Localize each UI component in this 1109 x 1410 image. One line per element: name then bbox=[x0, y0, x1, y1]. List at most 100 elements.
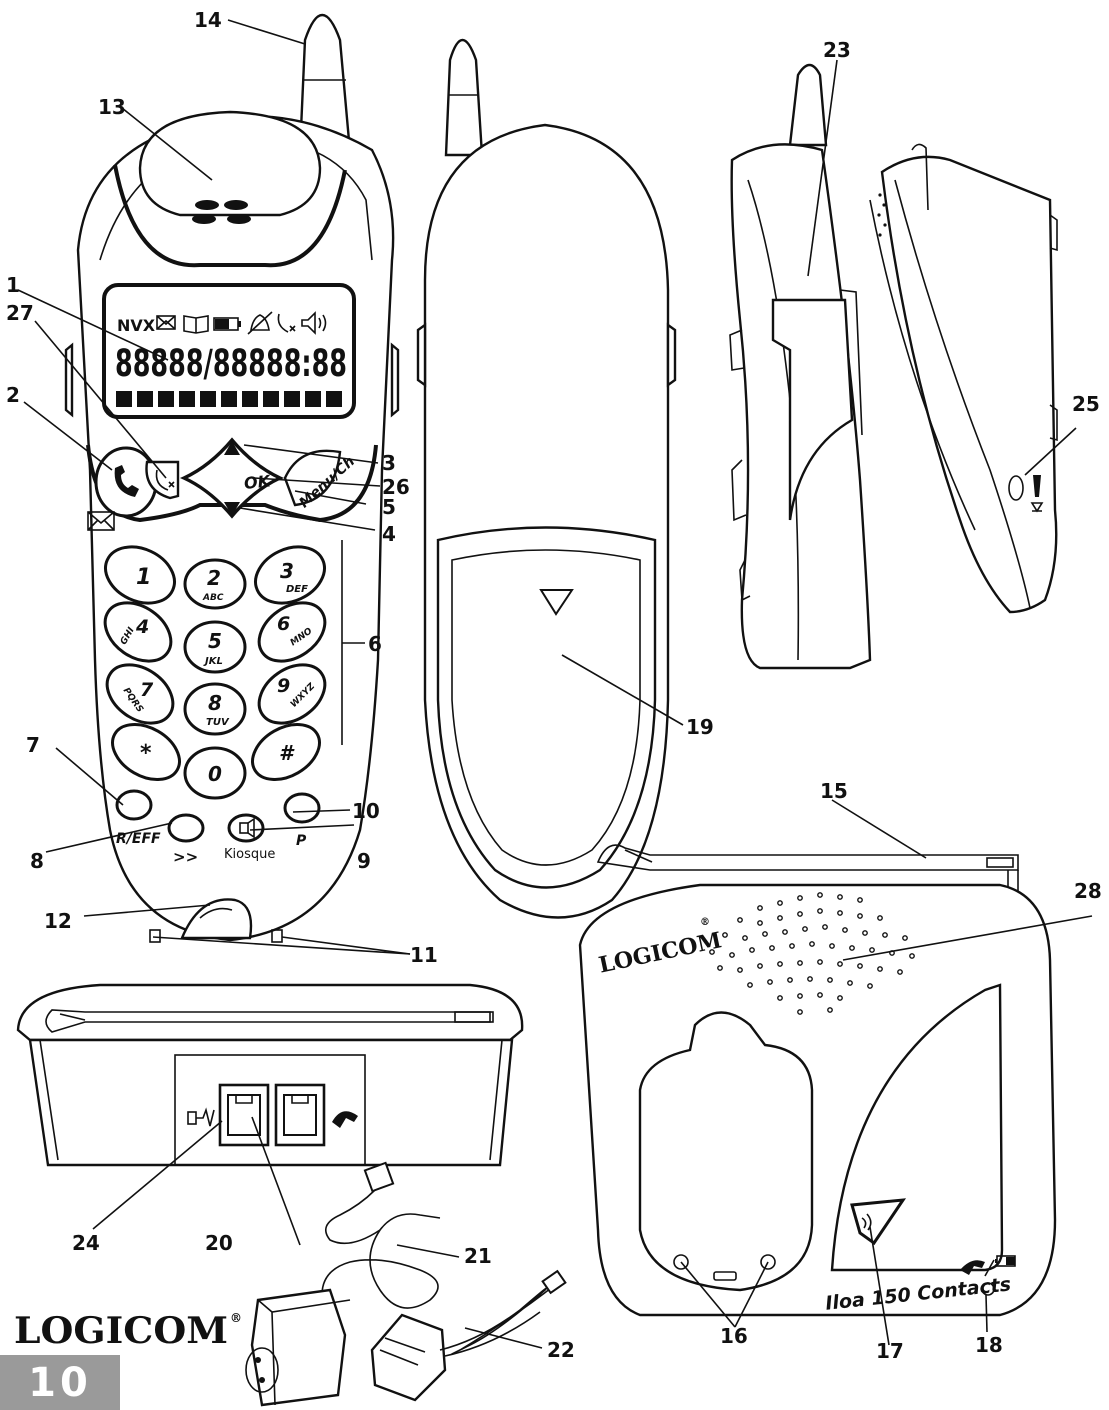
callout-3: 3 bbox=[382, 451, 396, 475]
page-icon bbox=[861, 1213, 872, 1231]
key-digit: 2 bbox=[207, 566, 221, 590]
r-eff-label: R/EFF bbox=[116, 831, 161, 847]
phone-line-jack[interactable] bbox=[274, 1083, 326, 1147]
key-5[interactable]: 5 JKL bbox=[183, 620, 247, 674]
callout-20: 20 bbox=[205, 1231, 233, 1255]
key-letters: ABC bbox=[202, 593, 224, 603]
lcd-segment-bar bbox=[116, 391, 342, 407]
envelope-icon bbox=[156, 315, 176, 330]
key-digit: 1 bbox=[136, 565, 151, 590]
callout-28: 28 bbox=[1074, 879, 1102, 903]
adapter-plug-end bbox=[363, 1161, 395, 1193]
phone-icon bbox=[114, 465, 139, 497]
key-8[interactable]: 8 TUV bbox=[183, 682, 247, 736]
key-digit: 0 bbox=[208, 762, 222, 786]
ok-key[interactable]: OK bbox=[243, 471, 272, 493]
key-digit: * bbox=[140, 741, 152, 766]
phone-hangup-icon bbox=[155, 469, 169, 491]
key-digit: 7 bbox=[140, 679, 154, 701]
charge-led bbox=[981, 1282, 995, 1296]
r-eff-key[interactable]: R/EFF bbox=[115, 789, 161, 847]
handset-front: NVX 88888/88888:88 bbox=[64, 13, 400, 943]
callout-13: 13 bbox=[98, 95, 126, 119]
key-7[interactable]: 7 PQRS bbox=[96, 653, 184, 735]
forward-key[interactable]: >> bbox=[167, 813, 205, 866]
nav-down-arrow[interactable] bbox=[224, 502, 240, 516]
slide-triangle-icon bbox=[539, 589, 574, 616]
key-digit: 9 bbox=[277, 675, 290, 697]
key-digit: 8 bbox=[208, 691, 222, 715]
callout-19: 19 bbox=[686, 715, 714, 739]
base-brand-registered: ® bbox=[700, 917, 710, 928]
callout-7: 7 bbox=[26, 733, 40, 757]
key-digit: 4 bbox=[135, 616, 149, 638]
leader-lines bbox=[17, 19, 1093, 1349]
key-digit: 3 bbox=[280, 559, 294, 583]
charge-contact-left bbox=[673, 1254, 689, 1270]
base-antenna-stowed bbox=[45, 1009, 491, 1033]
speaker-icon bbox=[301, 311, 327, 335]
handset-side-left bbox=[729, 63, 872, 670]
headset-jack bbox=[1008, 475, 1024, 501]
jack-volume-icon bbox=[1033, 475, 1041, 497]
kiosque-key[interactable]: Kiosque bbox=[224, 813, 275, 862]
callout-17: 17 bbox=[876, 1339, 904, 1363]
brand-registered-mark: ® bbox=[230, 1311, 242, 1325]
callout-2: 2 bbox=[6, 383, 20, 407]
callout-25: 25 bbox=[1072, 392, 1100, 416]
base-antenna bbox=[596, 844, 1019, 871]
callout-1: 1 bbox=[6, 273, 20, 297]
page-number: 10 bbox=[28, 1360, 92, 1406]
hangup-key[interactable] bbox=[145, 460, 180, 500]
key-4[interactable]: 4 GHI bbox=[94, 591, 182, 673]
kiosque-speaker-icon bbox=[239, 817, 255, 839]
callout-15: 15 bbox=[820, 779, 848, 803]
key-2[interactable]: 2 ABC bbox=[183, 558, 247, 610]
key-letters: DEF bbox=[286, 584, 308, 595]
callout-4: 4 bbox=[382, 522, 396, 546]
belt-clip bbox=[771, 298, 854, 521]
message-led-icon bbox=[87, 511, 115, 531]
p-label: P bbox=[296, 833, 307, 849]
callout-26: 26 bbox=[382, 475, 410, 499]
power-plug-icon bbox=[187, 1107, 215, 1127]
talk-key[interactable] bbox=[94, 446, 158, 518]
page-button[interactable] bbox=[850, 1198, 907, 1246]
earpiece bbox=[138, 110, 322, 217]
charging-contact-left bbox=[149, 929, 161, 943]
power-adapter bbox=[245, 1161, 441, 1407]
key-star[interactable]: * bbox=[103, 713, 189, 791]
callout-14: 14 bbox=[194, 8, 222, 32]
callout-8: 8 bbox=[30, 849, 44, 873]
callout-27: 27 bbox=[6, 301, 34, 325]
lcd-digits: 88888/88888:88 bbox=[115, 342, 347, 385]
key-digit: 5 bbox=[208, 629, 222, 653]
base-bottom-view bbox=[16, 983, 524, 1167]
key-6[interactable]: 6 MNO bbox=[248, 591, 336, 673]
key-1[interactable]: 1 bbox=[96, 536, 183, 614]
key-3[interactable]: 3 DEF bbox=[246, 536, 333, 614]
key-letters: TUV bbox=[206, 717, 230, 728]
handset-cradle bbox=[638, 1011, 814, 1292]
callout-23: 23 bbox=[823, 38, 851, 62]
earpiece-slots bbox=[192, 200, 251, 224]
key-9[interactable]: 9 WXYZ bbox=[248, 653, 336, 735]
charging-contact-right bbox=[271, 929, 283, 943]
key-hash[interactable]: # bbox=[243, 713, 329, 791]
callout-6: 6 bbox=[368, 632, 382, 656]
handset-antenna bbox=[298, 13, 352, 154]
nav-up-arrow[interactable] bbox=[224, 441, 240, 455]
brand-logo: LOGICOM bbox=[14, 1310, 228, 1352]
page-number-box bbox=[0, 1355, 120, 1410]
callout-11: 11 bbox=[410, 943, 438, 967]
base-station: LOGICOM ® Iloa 150 Contacts bbox=[578, 844, 1057, 1317]
kiosque-label: Kiosque bbox=[224, 847, 275, 862]
callout-16: 16 bbox=[720, 1324, 748, 1348]
phone-line-cord bbox=[370, 1269, 567, 1402]
dc-power-jack[interactable] bbox=[218, 1083, 270, 1147]
microphone bbox=[180, 898, 253, 940]
key-0[interactable]: 0 bbox=[183, 746, 247, 800]
p-key[interactable]: P bbox=[283, 792, 321, 849]
adapter-cord bbox=[321, 1213, 441, 1309]
lcd-status-nvx: NVX bbox=[117, 316, 156, 335]
